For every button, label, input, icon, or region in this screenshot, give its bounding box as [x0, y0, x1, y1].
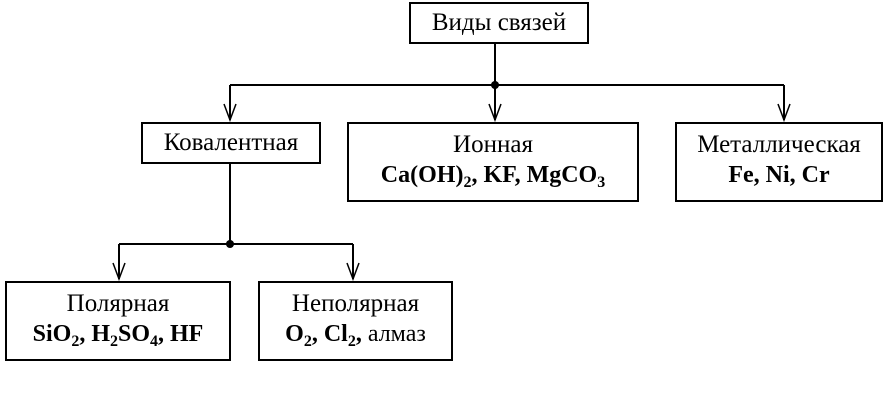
nonpolar-examples: O2, Cl2, алмаз	[260, 319, 451, 350]
separator: ,	[514, 162, 527, 188]
subscript: 3	[597, 174, 606, 191]
root-title: Виды связей	[431, 9, 567, 36]
subscript: 2	[71, 333, 80, 350]
junction-dot-bottom	[226, 240, 234, 248]
subscript: 4	[150, 333, 159, 350]
formula: Cl	[323, 321, 348, 347]
ionic-title: Ионная	[453, 131, 533, 158]
formula: Fe	[728, 162, 754, 188]
arrowhead-covalent	[223, 103, 237, 123]
separator: ,	[471, 162, 484, 188]
root-node: Виды связей	[409, 2, 589, 44]
formula: Ni	[765, 162, 790, 188]
nonpolar-node: Неполярная O2, Cl2, алмаз	[258, 281, 453, 361]
arrowhead-nonpolar	[346, 262, 360, 282]
formula: H	[91, 321, 110, 347]
metallic-examples: Fe, Ni, Cr	[677, 160, 881, 190]
arrowhead-polar	[112, 262, 126, 282]
arrowhead-ionic	[488, 103, 502, 123]
ionic-node: Ионная Ca(OH)2, KF, MgCO3	[347, 122, 639, 202]
junction-dot-top	[491, 81, 499, 89]
formula: KF	[483, 162, 515, 188]
subscript: 2	[347, 333, 356, 350]
polar-examples: SiO2, H2SO4, HF	[7, 319, 229, 350]
polar-node: Полярная SiO2, H2SO4, HF	[5, 281, 231, 361]
subscript: 2	[303, 333, 312, 350]
subscript: 2	[110, 333, 118, 350]
covalent-node: Ковалентная	[141, 122, 321, 164]
polar-title: Полярная	[66, 290, 170, 317]
formula: SiO	[32, 321, 72, 347]
separator: ,	[158, 321, 171, 347]
formula: алмаз	[367, 321, 426, 347]
ionic-examples: Ca(OH)2, KF, MgCO3	[349, 160, 637, 191]
formula: Cr	[801, 162, 830, 188]
separator: ,	[789, 162, 802, 188]
nonpolar-title: Неполярная	[291, 290, 420, 317]
formula: SO	[118, 321, 151, 347]
subscript: 2	[463, 174, 472, 191]
formula: HF	[170, 321, 204, 347]
separator: ,	[355, 321, 368, 347]
separator: ,	[753, 162, 766, 188]
separator: ,	[311, 321, 324, 347]
metallic-title: Металлическая	[697, 131, 861, 158]
formula: O	[285, 321, 304, 347]
arrowhead-metallic	[777, 103, 791, 123]
metallic-node: Металлическая Fe, Ni, Cr	[675, 122, 883, 202]
covalent-title: Ковалентная	[163, 129, 299, 156]
formula: Ca(OH)	[380, 162, 464, 188]
separator: ,	[79, 321, 92, 347]
formula: MgCO	[526, 162, 598, 188]
